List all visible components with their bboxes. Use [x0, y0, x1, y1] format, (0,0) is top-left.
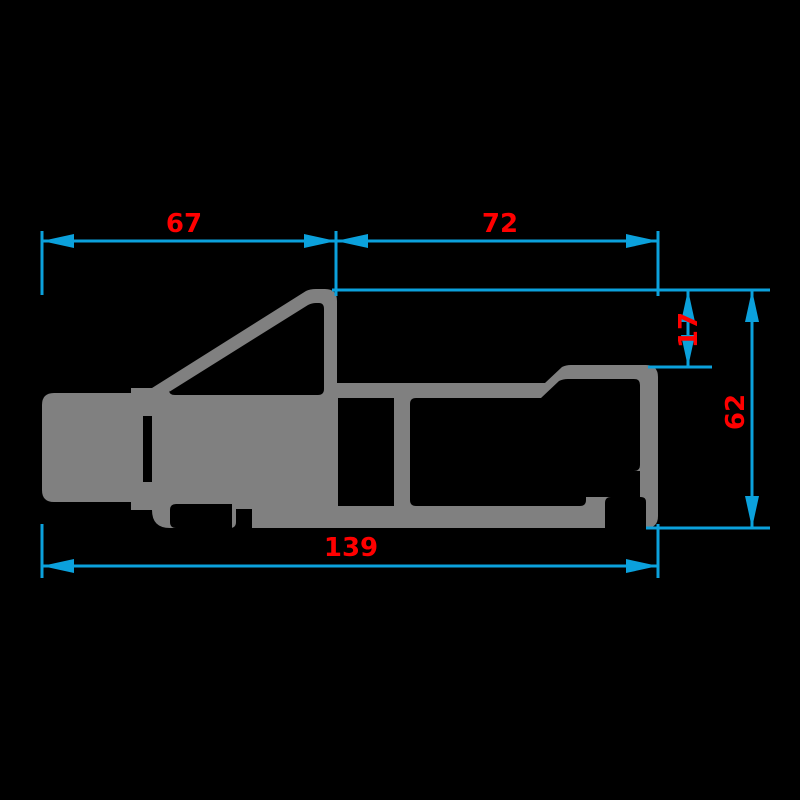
dimension-label-139: 139 [324, 533, 378, 563]
profile-cross-section [42, 289, 658, 528]
arrow-left-72 [336, 234, 368, 248]
dimension-label-67: 67 [166, 209, 202, 239]
arrow-left-67 [42, 234, 74, 248]
dimension-label-72: 72 [482, 209, 518, 239]
arrow-top-17 [681, 290, 695, 322]
arrow-right-139 [626, 559, 658, 573]
profile-left-chamber-wall [42, 393, 143, 502]
step-bottom-right [586, 471, 640, 497]
dimension-67: 67 [40, 209, 338, 296]
arrow-bottom-17 [681, 335, 695, 367]
arrow-right-67 [304, 234, 336, 248]
dimension-62: 62 [721, 290, 759, 528]
profile-web-lower [131, 482, 155, 510]
dimension-139: 139 [40, 524, 660, 578]
cavity-upper-wedge [169, 303, 324, 395]
notch-bottom-left [170, 504, 232, 528]
cavity-mid-gap-round [338, 398, 394, 506]
cavity-main-chamber [410, 379, 640, 506]
arrow-bottom-62 [745, 496, 759, 528]
dimension-17: 17 [674, 290, 704, 367]
arrow-left-139 [42, 559, 74, 573]
arrow-top-62 [745, 290, 759, 322]
dimension-annotations: 67 72 17 [40, 209, 770, 578]
profile-web-upper [131, 388, 155, 416]
notch-bottom-right-inner [605, 497, 646, 528]
profile-body [42, 289, 658, 528]
dimension-label-62: 62 [721, 394, 751, 430]
arrow-right-72 [626, 234, 658, 248]
dimension-label-17: 17 [674, 312, 704, 348]
dimension-72: 72 [336, 209, 660, 296]
